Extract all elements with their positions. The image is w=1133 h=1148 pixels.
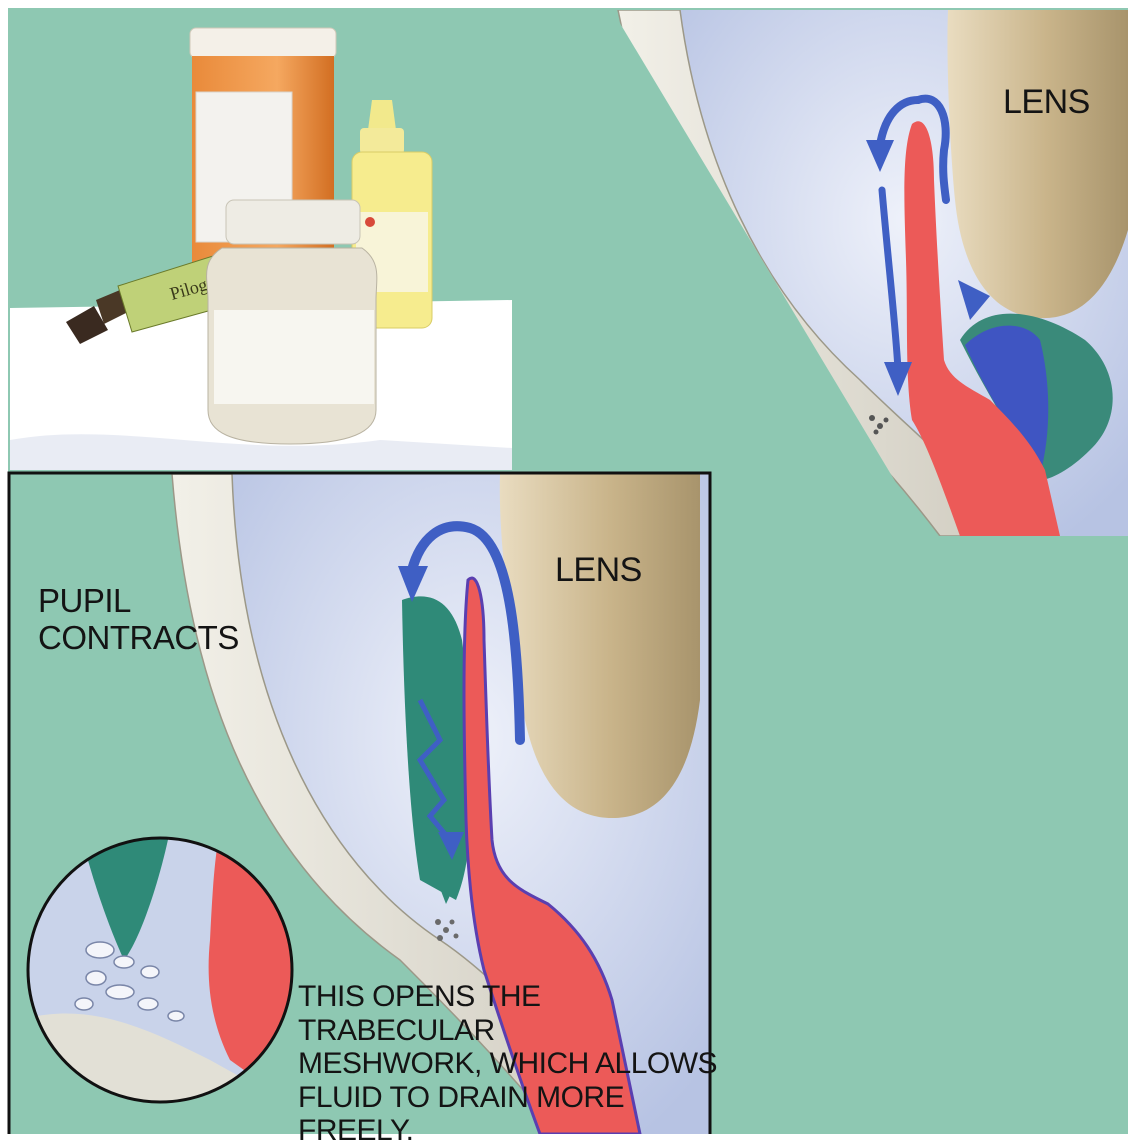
caption-line-3: FLUID TO DRAIN MORE: [298, 1081, 728, 1115]
pupil-label-line1: PUPIL: [38, 583, 278, 620]
pupil-contracts-label: PUPIL CONTRACTS: [38, 583, 278, 657]
caption-line-4: FREELY.: [298, 1114, 728, 1148]
top-lens: [947, 10, 1128, 318]
caption-line-2: MESHWORK, WHICH ALLOWS: [298, 1047, 728, 1081]
medication-panel: Pilogin: [10, 10, 612, 470]
pupil-label-line2: CONTRACTS: [38, 620, 278, 657]
top-lens-label: LENS: [1003, 83, 1090, 121]
caption-line-1: THIS OPENS THE TRABECULAR: [298, 980, 728, 1047]
bottom-lens-label: LENS: [555, 551, 642, 589]
white-jar-icon: [207, 200, 377, 444]
trabecular-caption: THIS OPENS THE TRABECULAR MESHWORK, WHIC…: [298, 980, 728, 1148]
